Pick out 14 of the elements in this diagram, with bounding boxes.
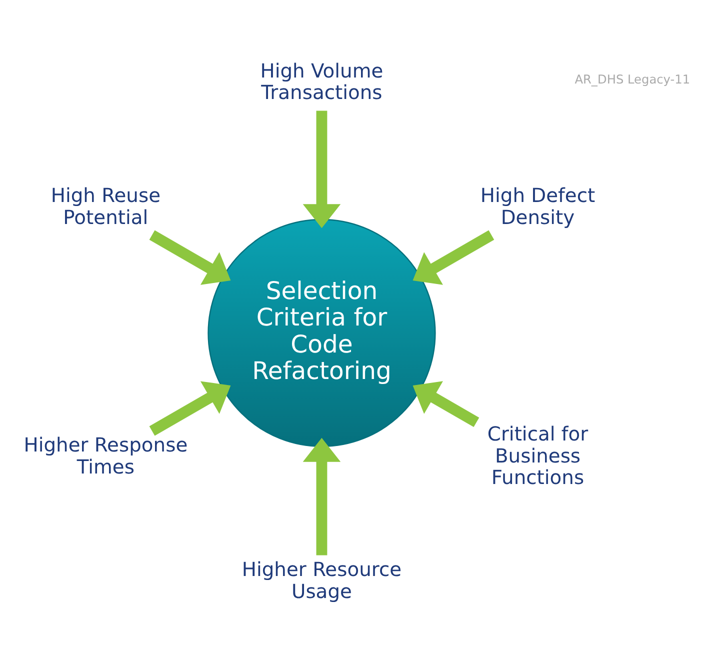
arrow xyxy=(149,380,231,436)
node-text: High Volume Transactions xyxy=(260,58,384,104)
node-text: High Defect Density xyxy=(480,183,596,228)
node-text: Higher Resource Usage xyxy=(242,558,402,602)
arrow xyxy=(302,437,341,555)
node-text: High Reuse Potential xyxy=(50,183,161,228)
arrow xyxy=(149,230,231,284)
arrow xyxy=(412,380,480,427)
arrow xyxy=(302,110,341,228)
arrow xyxy=(412,230,494,284)
label: AR_DHS Legacy-11 xyxy=(574,72,690,86)
node-circle: Selection Criteria for Code Refactoring xyxy=(208,218,436,447)
node-text: Critical for Business Functions xyxy=(487,422,588,489)
node-text: Higher Response Times xyxy=(24,432,188,478)
